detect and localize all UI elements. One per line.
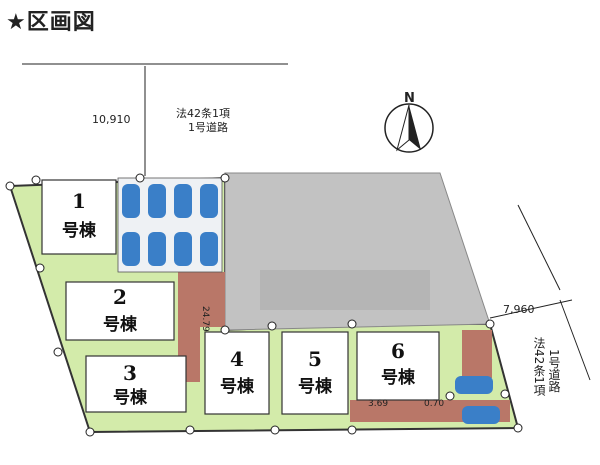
road-west-type: 1号道路 [188, 120, 228, 134]
building-6-label: 号棟 [381, 367, 416, 388]
building-4[interactable]: 4 号棟 [204, 331, 270, 415]
building-5-number: 5 [308, 347, 322, 371]
building-2-number: 2 [113, 285, 127, 309]
building-5-label: 号棟 [298, 376, 333, 397]
building-1[interactable]: 1 号棟 [41, 179, 117, 255]
road-width-line-east [489, 299, 573, 319]
road-east-type: 1号道路 [547, 349, 561, 393]
building-6-number: 6 [391, 339, 405, 363]
building-6[interactable]: 6 号棟 [356, 331, 440, 401]
north-label: N [404, 91, 415, 106]
road-east-label: 法42条1項 1号道路 [532, 337, 561, 397]
road-edge-line-east [517, 204, 561, 291]
building-3[interactable]: 3 号棟 [85, 355, 187, 413]
road-east-law: 法42条1項 [532, 337, 546, 397]
building-2[interactable]: 2 号棟 [65, 281, 175, 341]
parking-area [117, 177, 500, 424]
building-3-number: 3 [123, 361, 137, 385]
page-title: ★区画図 [6, 10, 96, 35]
building-4-label: 号棟 [220, 376, 255, 397]
dim-label-1: 24.79 [200, 306, 210, 332]
north-arrow-icon: N [384, 91, 434, 153]
building-3-label: 号棟 [113, 387, 148, 408]
building-1-number: 1 [72, 189, 86, 213]
dim-label-2: 3.69 [368, 399, 388, 409]
building-5[interactable]: 5 号棟 [281, 331, 349, 415]
road-west-width: 10,910 [92, 113, 131, 126]
dim-label-3: 0.70 [424, 399, 444, 409]
boundary-markers [5, 173, 523, 437]
building-4-number: 4 [230, 347, 244, 371]
path-strip [178, 262, 200, 382]
building-1-label: 号棟 [62, 220, 97, 241]
building-2-label: 号棟 [103, 314, 138, 335]
road-east-width: 7,960 [503, 303, 535, 316]
road-west-law: 法42条1項 [176, 106, 230, 120]
